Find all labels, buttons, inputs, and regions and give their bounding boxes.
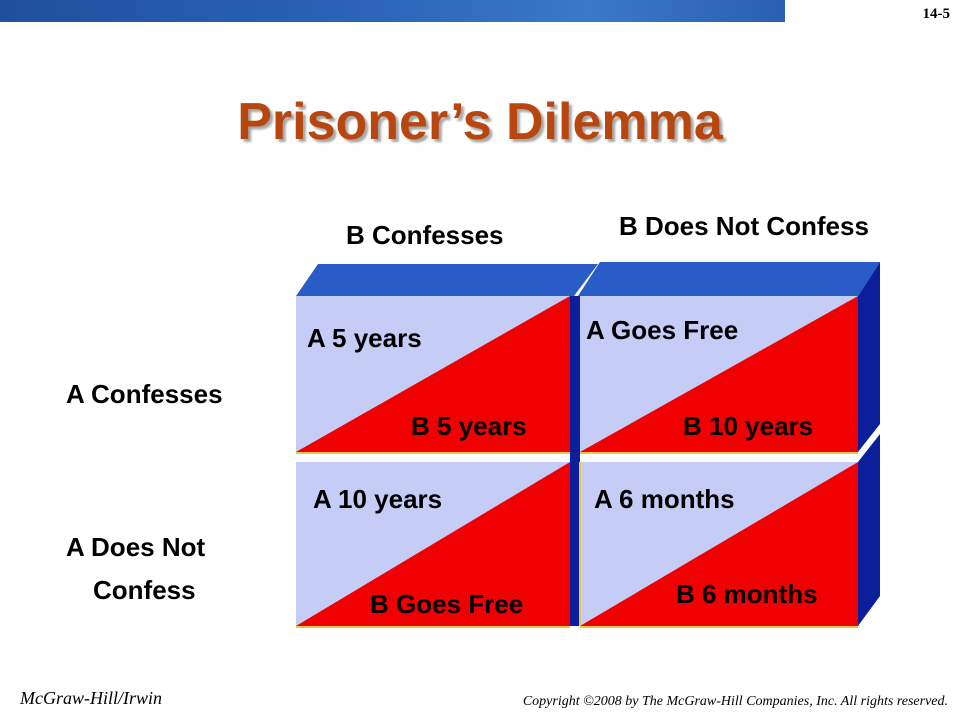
cell-r2c1-red bbox=[296, 462, 570, 626]
slide-number: 14-5 bbox=[922, 6, 951, 22]
box-top-left bbox=[296, 264, 598, 296]
column-header-b-not-confess: B Does Not Confess bbox=[619, 211, 869, 241]
top-banner bbox=[0, 0, 785, 22]
box-divider-vertical bbox=[570, 296, 580, 626]
box-side-bottom bbox=[858, 434, 880, 626]
cell-r2c2-a: A 6 months bbox=[594, 484, 735, 514]
row-label-a-confesses: A Confesses bbox=[66, 379, 223, 409]
cell-r2c1-a: A 10 years bbox=[313, 484, 443, 514]
cell-r1c2-red bbox=[580, 296, 858, 452]
row-label-a-not-line2: Confess bbox=[93, 575, 196, 605]
cell-r1c1-a: A 5 years bbox=[307, 323, 422, 353]
column-header-b-confesses: B Confesses bbox=[346, 220, 504, 250]
cell-r1c1-red bbox=[296, 296, 570, 452]
row-label-a-not-line1: A Does Not bbox=[66, 532, 206, 562]
publisher-label: McGraw-Hill/Irwin bbox=[20, 688, 162, 708]
box-side-top bbox=[858, 262, 880, 452]
box-top-right bbox=[578, 262, 880, 296]
cell-r2c2-red bbox=[580, 462, 858, 626]
cell-r1c2-b: B 10 years bbox=[683, 411, 814, 441]
copyright-notice: Copyright ©2008 by The McGraw-Hill Compa… bbox=[522, 694, 948, 709]
cell-r1c2-a: A Goes Free bbox=[586, 315, 739, 345]
slide-title: Prisoner’s Dilemma bbox=[237, 93, 723, 151]
cell-r2c2-b: B 6 months bbox=[676, 579, 818, 609]
cell-r1c1-b: B 5 years bbox=[411, 411, 527, 441]
cell-r2c1-b: B Goes Free bbox=[370, 589, 524, 619]
